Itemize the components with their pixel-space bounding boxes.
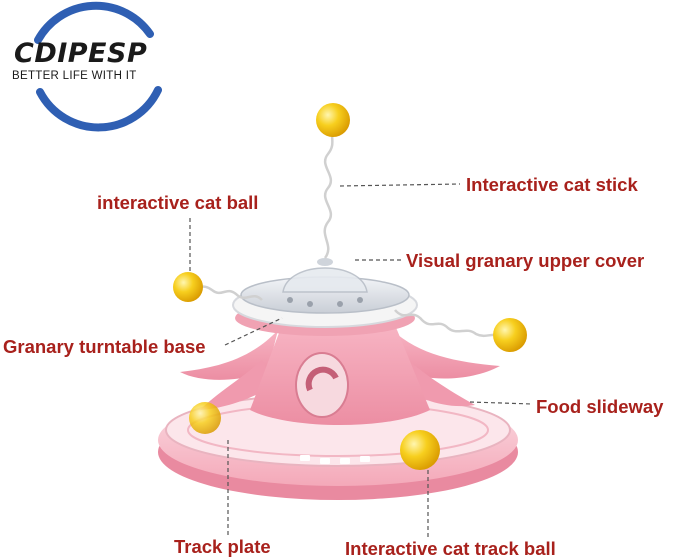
interactive-cat-ball-shape (173, 272, 263, 302)
granary-upper-cover-shape (232, 258, 418, 336)
brand-tagline: BETTER LIFE WITH IT (12, 70, 137, 82)
brand-name: CDIPESP (14, 38, 148, 69)
label-visual-granary-upper-cover: Visual granary upper cover (406, 250, 645, 271)
label-interactive-cat-ball: interactive cat ball (97, 192, 259, 213)
interactive-cat-stick-shape (316, 103, 350, 259)
brand-logo (34, 1, 162, 132)
label-interactive-cat-track-ball: Interactive cat track ball (345, 538, 556, 559)
label-granary-turntable-base: Granary turntable base (3, 336, 206, 357)
track-ball-shapes (189, 402, 440, 470)
side-cat-ball-shape (394, 309, 527, 352)
leader-lines (189, 183, 533, 538)
label-track-plate: Track plate (174, 536, 271, 557)
label-interactive-cat-stick: Interactive cat stick (466, 174, 638, 195)
label-food-slideway: Food slideway (536, 396, 664, 417)
food-slideway-shape (180, 325, 500, 425)
